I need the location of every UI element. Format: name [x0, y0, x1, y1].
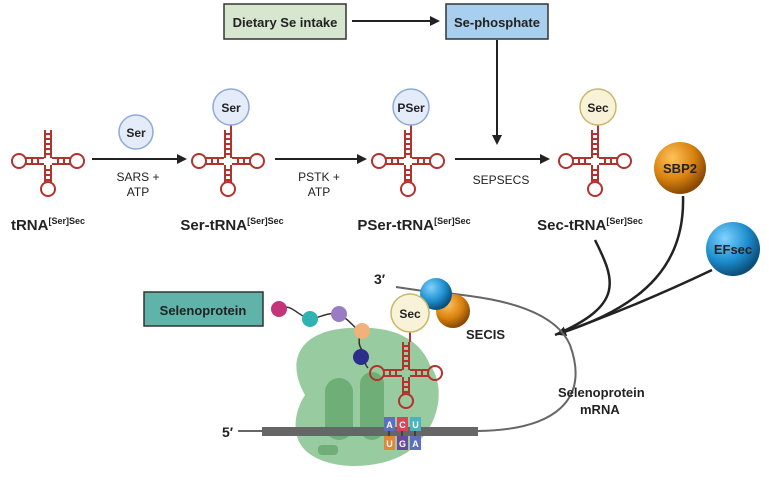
step1-label-line1: SARS +: [116, 170, 159, 184]
trna-icon-4: [558, 129, 632, 197]
efsec-bound-sphere: [420, 278, 452, 310]
svg-text:Sec: Sec: [399, 307, 421, 321]
nascent-peptide: [271, 301, 370, 369]
svg-text:Ser: Ser: [221, 101, 241, 115]
ser-circle-attached: Ser: [212, 88, 250, 126]
svg-text:Ser: Ser: [126, 126, 146, 140]
svg-text:SBP2: SBP2: [663, 161, 697, 176]
arrow-sec-trna-to-ribosome: [554, 239, 611, 337]
sec-circle: Sec: [579, 88, 617, 126]
step2-label-line2: ATP: [308, 185, 330, 199]
arrow-efsec-to-ribosome: [556, 268, 713, 337]
dietary-se-box: Dietary Se intake: [223, 3, 347, 40]
trna-name-3: PSer-tRNA[Ser]Sec: [357, 216, 470, 234]
svg-text:U: U: [412, 420, 419, 430]
trna-icon-2: [191, 129, 265, 197]
svg-text:EFsec: EFsec: [714, 242, 752, 257]
se-phosphate-label: Se-phosphate: [454, 15, 540, 30]
mrna-label-line1: Selenoprotein: [558, 385, 645, 400]
se-phosphate-box: Se-phosphate: [445, 3, 549, 40]
sec-circle-ribosome: Sec: [390, 293, 430, 333]
three-prime-label: 3′: [374, 271, 386, 287]
trna-icon-1: [11, 129, 85, 197]
pser-circle: PSer: [392, 88, 430, 126]
codon-pairing: A C U U G A: [384, 417, 421, 450]
secis-label: SECIS: [466, 327, 505, 342]
svg-text:G: G: [399, 439, 406, 449]
mrna-label-line2: mRNA: [580, 402, 620, 417]
svg-text:Selenoprotein: Selenoprotein: [160, 303, 247, 318]
trna-name-1: tRNA[Ser]Sec: [11, 216, 85, 234]
trna-icon-3: [371, 129, 445, 197]
step1-label-line2: ATP: [127, 185, 149, 199]
selenoprotein-box: Selenoprotein: [143, 291, 264, 327]
efsec-sphere: EFsec: [706, 222, 760, 276]
dietary-se-label: Dietary Se intake: [233, 15, 338, 30]
svg-text:PSer: PSer: [397, 101, 425, 115]
five-prime-label: 5′: [222, 424, 234, 440]
svg-text:C: C: [399, 420, 406, 430]
sbp2-sphere: SBP2: [654, 142, 706, 194]
svg-text:Sec: Sec: [587, 101, 609, 115]
svg-text:U: U: [386, 439, 393, 449]
step2-label-line1: PSTK +: [298, 170, 340, 184]
svg-text:A: A: [386, 420, 393, 430]
trna-name-4: Sec-tRNA[Ser]Sec: [537, 216, 643, 234]
step3-label: SEPSECS: [473, 173, 530, 187]
trna-name-2: Ser-tRNA[Ser]Sec: [180, 216, 283, 234]
ser-circle-free: Ser: [118, 114, 154, 150]
svg-text:A: A: [412, 439, 419, 449]
